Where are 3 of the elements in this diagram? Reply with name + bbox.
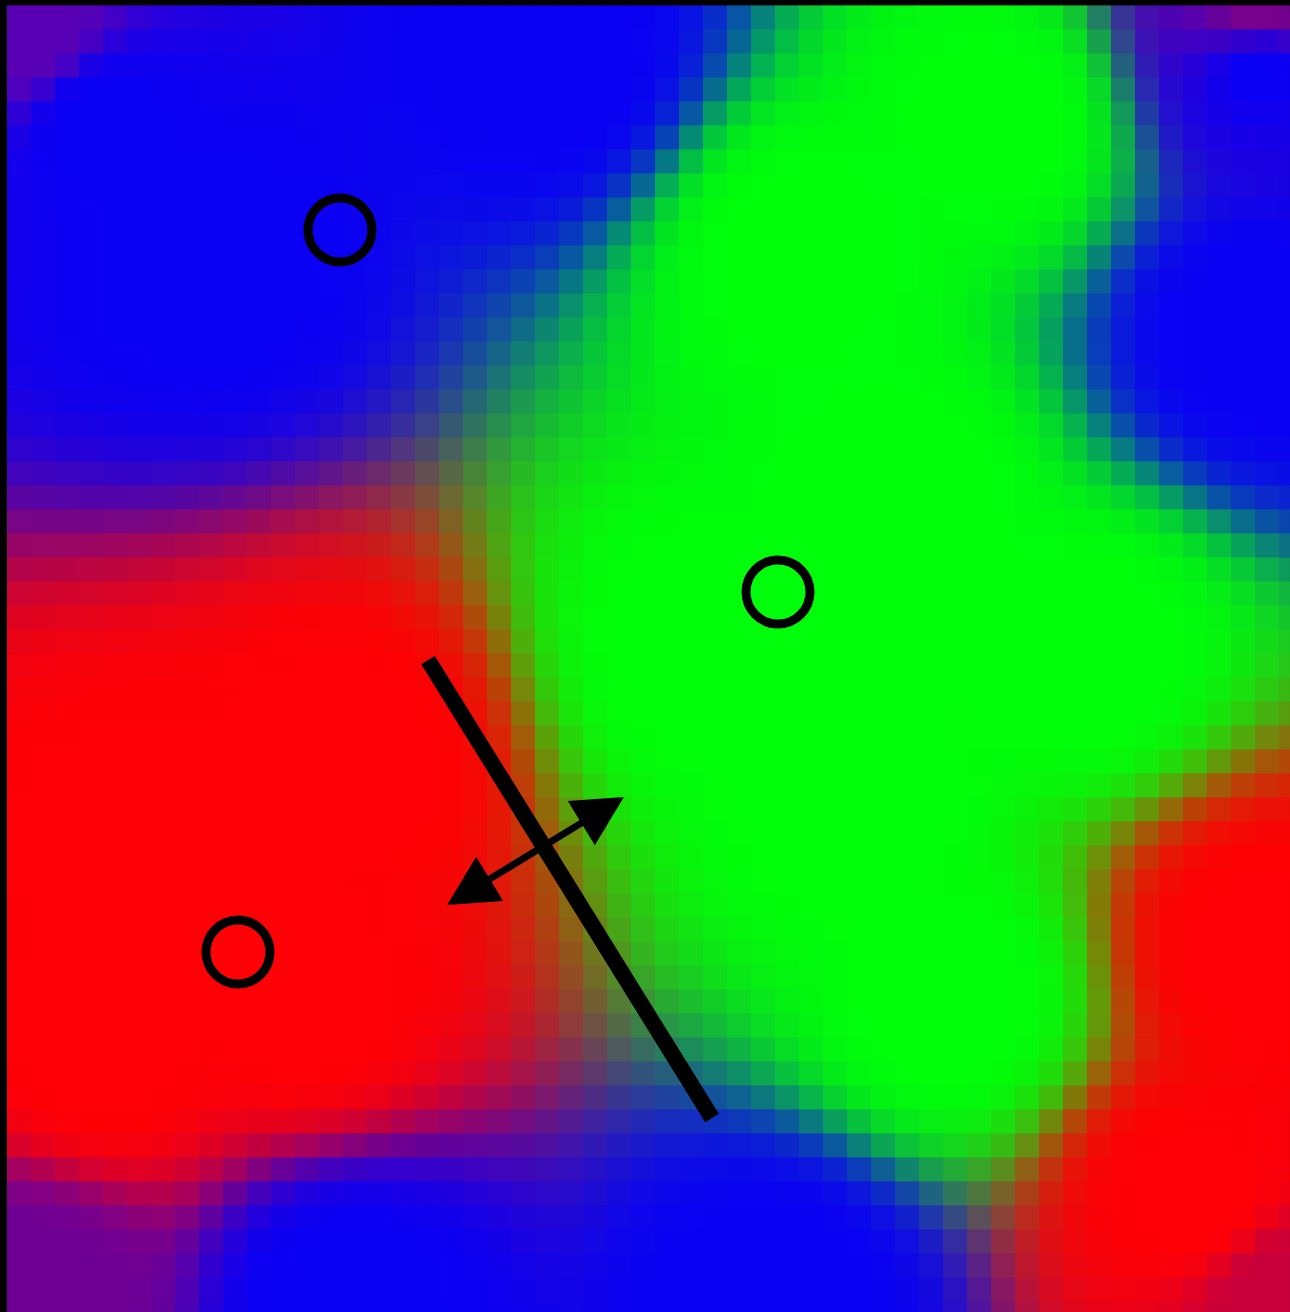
circle [741, 555, 815, 629]
circle [303, 193, 377, 267]
circle [201, 915, 275, 989]
